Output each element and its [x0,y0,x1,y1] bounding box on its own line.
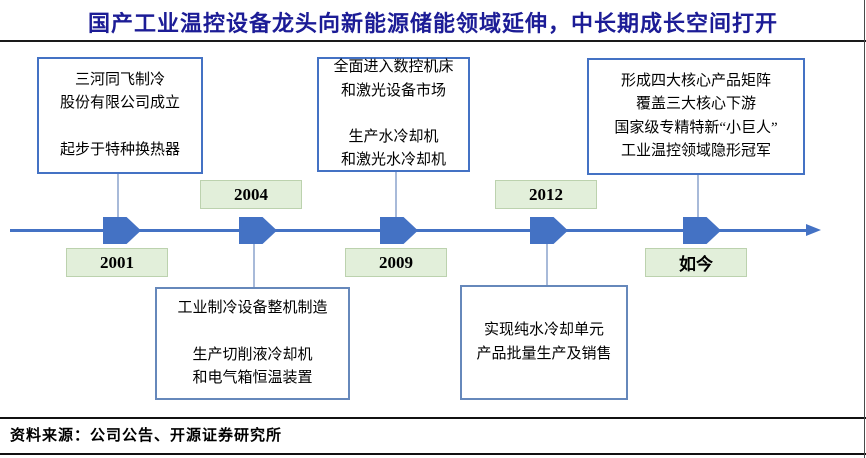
year-label-2012: 2012 [495,180,597,209]
connector-2009 [395,172,397,218]
year-label-now: 如今 [645,248,747,277]
milestone-marker-2012-icon [530,217,568,244]
source-note: 资料来源：公司公告、开源证券研究所 [10,428,283,444]
footer-divider-bottom [0,453,866,455]
connector-2001 [117,174,119,218]
timeline-arrowhead-icon [806,224,821,236]
event-box-now: 形成四大核心产品矩阵 覆盖三大核心下游 国家级专精特新“小巨人” 工业温控领域隐… [587,58,805,175]
figure-title: 国产工业温控设备龙头向新能源储能领域延伸，中长期成长空间打开 [87,11,778,36]
event-box-2012: 实现纯水冷却单元 产品批量生产及销售 [460,285,628,400]
milestone-marker-2001-icon [103,217,141,244]
milestone-marker-2009-icon [380,217,418,244]
title-divider [0,40,866,42]
connector-2012 [546,243,548,285]
year-label-2009: 2009 [345,248,447,277]
connector-2004 [253,243,255,287]
event-box-2009: 全面进入数控机床 和激光设备市场 生产水冷却机 和激光水冷却机 [317,57,470,172]
milestone-marker-2004-icon [239,217,277,244]
event-box-2004: 工业制冷设备整机制造 生产切削液冷却机 和电气箱恒温装置 [155,287,350,400]
footer-divider-top [0,417,866,419]
year-label-2004: 2004 [200,180,302,209]
connector-now [697,175,699,218]
event-box-2001: 三河同飞制冷 股份有限公司成立 起步于特种换热器 [37,57,203,174]
milestone-marker-now-icon [683,217,721,244]
page-right-edge [864,0,865,458]
year-label-2001: 2001 [66,248,168,277]
